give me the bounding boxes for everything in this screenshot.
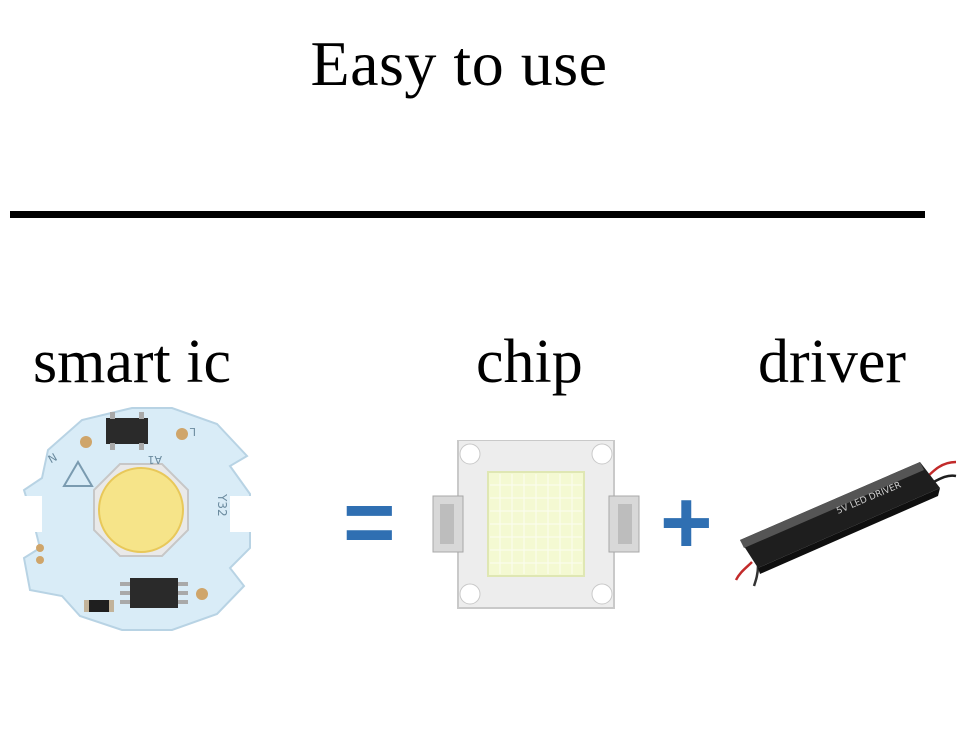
board-marking-l: L [189,425,196,438]
equals-sign: = [343,473,396,573]
chip-label: chip [476,328,583,396]
divider-line [10,211,925,218]
smart-ic-board-icon: A1 Y32 L N [16,407,258,631]
cob-led-chip-icon [432,440,640,609]
board-marking-a1: A1 [147,453,162,466]
smart-ic-label: smart ic [33,328,231,396]
page-title: Easy to use [310,28,608,99]
led-driver-box-icon: 5V LED DRIVER [734,460,957,587]
driver-label: driver [758,328,907,396]
board-marking-y32: Y32 [215,493,229,517]
plus-sign: + [660,473,713,573]
